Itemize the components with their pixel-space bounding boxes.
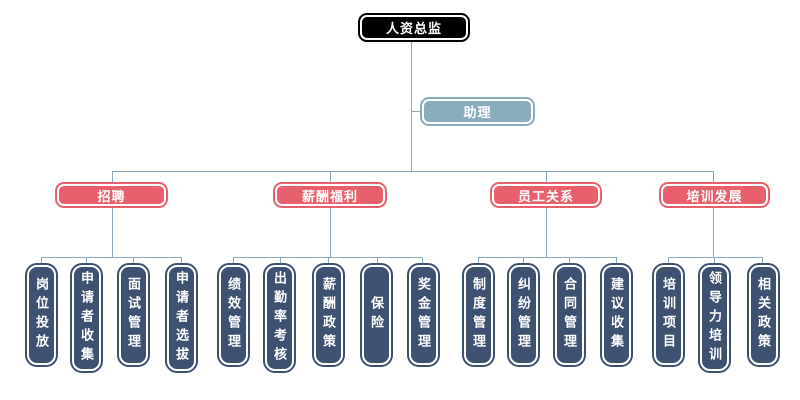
node-performance-management[interactable]: 绩效管理 bbox=[217, 263, 250, 367]
node-training-programs[interactable]: 培训项目 bbox=[652, 263, 685, 367]
connector-leaf-stub bbox=[762, 257, 763, 263]
connector-leaf-stub bbox=[133, 257, 134, 263]
node-insurance[interactable]: 保险 bbox=[360, 263, 393, 367]
connector-leaf-stub bbox=[668, 257, 669, 263]
node-interview-management[interactable]: 面试管理 bbox=[117, 263, 150, 367]
connector-leaf-stub bbox=[280, 257, 281, 263]
node-suggestion-collection-label: 建议收集 bbox=[609, 277, 624, 353]
connector-root-trunk bbox=[411, 42, 412, 171]
node-suggestion-collection[interactable]: 建议收集 bbox=[600, 263, 633, 367]
connector-dept2-stub bbox=[330, 171, 331, 182]
node-applicant-collection[interactable]: 申请者收集 bbox=[70, 263, 103, 373]
node-compensation-policy[interactable]: 薪酬政策 bbox=[312, 263, 345, 367]
node-leadership-training[interactable]: 领导力培训 bbox=[698, 263, 731, 373]
node-assistant[interactable]: 助理 bbox=[420, 97, 535, 126]
node-recruitment-label: 招聘 bbox=[97, 188, 126, 204]
connector-group1-rail bbox=[41, 257, 182, 258]
connector-dept3-stub bbox=[546, 171, 547, 182]
node-compensation-benefits[interactable]: 薪酬福利 bbox=[273, 182, 387, 208]
connector-leaf-stub bbox=[181, 257, 182, 263]
connector-dept3-trunk bbox=[546, 208, 547, 257]
node-bonus-management-label: 奖金管理 bbox=[416, 277, 431, 353]
node-assistant-label: 助理 bbox=[463, 105, 492, 120]
connector-dept4-stub bbox=[713, 171, 714, 182]
connector-leaf-stub bbox=[328, 257, 329, 263]
node-applicant-selection[interactable]: 申请者选拔 bbox=[165, 263, 198, 373]
node-attendance-assessment[interactable]: 出勤率考核 bbox=[263, 263, 296, 373]
node-training-development-label: 培训发展 bbox=[686, 188, 743, 204]
node-contract-management-label: 合同管理 bbox=[562, 277, 577, 353]
node-dispute-management-label: 纠纷管理 bbox=[516, 277, 531, 353]
node-training-programs-label: 培训项目 bbox=[661, 277, 676, 353]
node-job-posting[interactable]: 岗位投放 bbox=[25, 263, 58, 367]
connector-dept4-trunk bbox=[713, 208, 714, 257]
node-leadership-training-label: 领导力培训 bbox=[707, 270, 722, 366]
node-job-posting-label: 岗位投放 bbox=[34, 277, 49, 353]
connector-leaf-stub bbox=[478, 257, 479, 263]
connector-leaf-stub bbox=[569, 257, 570, 263]
node-contract-management[interactable]: 合同管理 bbox=[553, 263, 586, 367]
connector-leaf-stub bbox=[86, 257, 87, 263]
connector-dept1-trunk bbox=[112, 208, 113, 257]
connector-leaf-stub bbox=[616, 257, 617, 263]
node-dispute-management[interactable]: 纠纷管理 bbox=[507, 263, 540, 367]
node-recruitment[interactable]: 招聘 bbox=[55, 182, 168, 208]
node-related-policies-label: 相关政策 bbox=[756, 277, 771, 353]
connector-dept1-stub bbox=[112, 171, 113, 182]
node-bonus-management[interactable]: 奖金管理 bbox=[407, 263, 440, 367]
node-training-development[interactable]: 培训发展 bbox=[659, 182, 770, 208]
connector-leaf-stub bbox=[714, 257, 715, 263]
node-employee-relations-label: 员工关系 bbox=[517, 188, 574, 204]
connector-leaf-stub bbox=[41, 257, 42, 263]
node-applicant-selection-label: 申请者选拔 bbox=[174, 270, 189, 366]
connector-leaf-stub bbox=[523, 257, 524, 263]
connector-assistant-stub bbox=[411, 111, 420, 112]
node-attendance-assessment-label: 出勤率考核 bbox=[272, 270, 287, 366]
node-related-policies[interactable]: 相关政策 bbox=[747, 263, 780, 367]
connector-leaf-stub bbox=[377, 257, 378, 263]
connector-group3-rail bbox=[478, 257, 617, 258]
node-system-management[interactable]: 制度管理 bbox=[462, 263, 495, 367]
node-hr-director-label: 人资总监 bbox=[385, 21, 442, 36]
node-compensation-policy-label: 薪酬政策 bbox=[321, 277, 336, 353]
connector-leaf-stub bbox=[233, 257, 234, 263]
connector-level2-rail bbox=[112, 171, 714, 172]
connector-leaf-stub bbox=[422, 257, 423, 263]
connector-dept2-trunk bbox=[330, 208, 331, 257]
node-insurance-label: 保险 bbox=[369, 296, 384, 334]
node-applicant-collection-label: 申请者收集 bbox=[79, 270, 94, 366]
node-employee-relations[interactable]: 员工关系 bbox=[490, 182, 602, 208]
node-hr-director[interactable]: 人资总监 bbox=[358, 13, 470, 42]
node-performance-management-label: 绩效管理 bbox=[226, 277, 241, 353]
connector-group4-rail bbox=[668, 257, 763, 258]
node-compensation-benefits-label: 薪酬福利 bbox=[301, 188, 358, 204]
node-system-management-label: 制度管理 bbox=[471, 277, 486, 353]
node-interview-management-label: 面试管理 bbox=[126, 277, 141, 353]
